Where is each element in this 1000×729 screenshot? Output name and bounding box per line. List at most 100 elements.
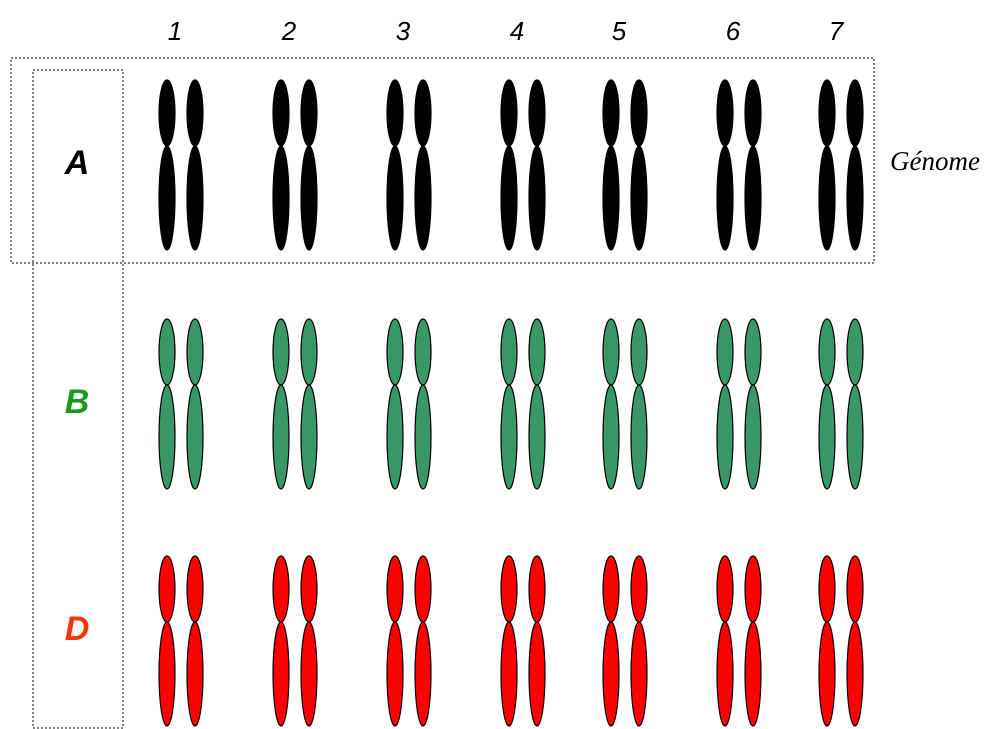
- chromatid-lower-arm: [716, 145, 734, 251]
- chromosome-d-6: [716, 555, 762, 727]
- chromatid-upper-arm: [500, 318, 518, 386]
- chromatid-lower-arm: [500, 145, 518, 251]
- column-number-5: 5: [612, 16, 627, 46]
- chromosome-a-1: [158, 79, 204, 251]
- row-label-a: A: [64, 144, 90, 182]
- chromatid-upper-arm: [500, 555, 518, 623]
- chromatid-upper-arm: [300, 318, 318, 386]
- column-number-2: 2: [281, 16, 297, 46]
- chromatid-lower-arm: [500, 384, 518, 490]
- chromatid-lower-arm: [386, 145, 404, 251]
- chromatid-upper-arm: [414, 555, 432, 623]
- chromatid-upper-arm: [846, 79, 864, 147]
- chromatid-lower-arm: [630, 145, 648, 251]
- column-numbers: 1 2 3 4 5 6 7: [168, 16, 845, 46]
- chromatid-lower-arm: [528, 384, 546, 490]
- chromosome-d-2: [272, 555, 318, 727]
- chromatid-upper-arm: [300, 79, 318, 147]
- chromatid-upper-arm: [528, 555, 546, 623]
- row-label-b: B: [65, 383, 90, 421]
- chromatid-upper-arm: [158, 555, 176, 623]
- chromatid-lower-arm: [602, 384, 620, 490]
- column-number-7: 7: [829, 16, 845, 46]
- chromosome-b-1: [158, 318, 204, 490]
- chromatid-upper-arm: [158, 79, 176, 147]
- chromatid-upper-arm: [716, 318, 734, 386]
- chromosome-a-2: [272, 79, 318, 251]
- chromatid-lower-arm: [630, 621, 648, 727]
- chromatid-upper-arm: [744, 555, 762, 623]
- column-number-4: 4: [510, 16, 524, 46]
- chromatid-upper-arm: [186, 318, 204, 386]
- chromatid-lower-arm: [158, 145, 176, 251]
- chromatid-lower-arm: [300, 621, 318, 727]
- chromatid-lower-arm: [846, 384, 864, 490]
- chromatid-lower-arm: [414, 621, 432, 727]
- chromatid-upper-arm: [528, 318, 546, 386]
- chromatid-upper-arm: [272, 555, 290, 623]
- chromatid-upper-arm: [272, 318, 290, 386]
- chromatid-upper-arm: [602, 79, 620, 147]
- genome-frame: [10, 57, 875, 264]
- chromatid-lower-arm: [716, 621, 734, 727]
- chromatid-lower-arm: [528, 621, 546, 727]
- chromatid-lower-arm: [602, 621, 620, 727]
- chromatid-upper-arm: [414, 79, 432, 147]
- chromatid-upper-arm: [386, 318, 404, 386]
- chromatid-lower-arm: [300, 384, 318, 490]
- chromatid-upper-arm: [414, 318, 432, 386]
- chromatid-lower-arm: [528, 145, 546, 251]
- chromatid-upper-arm: [818, 79, 836, 147]
- chromatid-upper-arm: [846, 555, 864, 623]
- chromatid-lower-arm: [818, 384, 836, 490]
- chromosome-a-6: [716, 79, 762, 251]
- chromatid-upper-arm: [500, 79, 518, 147]
- chromosome-d-4: [500, 555, 546, 727]
- column-number-6: 6: [726, 16, 741, 46]
- chromatid-upper-arm: [186, 79, 204, 147]
- chromatid-upper-arm: [386, 79, 404, 147]
- chromatid-lower-arm: [818, 621, 836, 727]
- chromatid-upper-arm: [186, 555, 204, 623]
- chromosome-b-6: [716, 318, 762, 490]
- chromatid-upper-arm: [528, 79, 546, 147]
- chromatid-upper-arm: [716, 555, 734, 623]
- chromosome-grid: [158, 79, 864, 727]
- chromosome-b-3: [386, 318, 432, 490]
- chromatid-upper-arm: [630, 318, 648, 386]
- chromatid-lower-arm: [186, 621, 204, 727]
- chromatid-lower-arm: [272, 621, 290, 727]
- chromatid-upper-arm: [846, 318, 864, 386]
- chromatid-upper-arm: [630, 79, 648, 147]
- chromatid-lower-arm: [272, 145, 290, 251]
- chromosome-b-7: [818, 318, 864, 490]
- chromosome-b-4: [500, 318, 546, 490]
- chromatid-upper-arm: [818, 555, 836, 623]
- chromatid-upper-arm: [602, 318, 620, 386]
- row-label-frame: [32, 69, 124, 729]
- chromatid-upper-arm: [602, 555, 620, 623]
- chromatid-lower-arm: [386, 384, 404, 490]
- chromatid-lower-arm: [186, 145, 204, 251]
- chromosome-b-2: [272, 318, 318, 490]
- chromatid-upper-arm: [158, 318, 176, 386]
- chromatid-lower-arm: [818, 145, 836, 251]
- chromatid-lower-arm: [158, 384, 176, 490]
- chromosome-b-5: [602, 318, 648, 490]
- chromatid-lower-arm: [272, 384, 290, 490]
- chromatid-upper-arm: [300, 555, 318, 623]
- chromatid-lower-arm: [630, 384, 648, 490]
- chromatid-lower-arm: [744, 621, 762, 727]
- chromatid-lower-arm: [500, 621, 518, 727]
- chromatid-upper-arm: [716, 79, 734, 147]
- chromatid-upper-arm: [386, 555, 404, 623]
- chromatid-lower-arm: [744, 145, 762, 251]
- chromatid-lower-arm: [744, 384, 762, 490]
- chromatid-lower-arm: [158, 621, 176, 727]
- chromatid-upper-arm: [630, 555, 648, 623]
- chromatid-lower-arm: [300, 145, 318, 251]
- chromatid-upper-arm: [818, 318, 836, 386]
- row-label-d: D: [65, 610, 90, 648]
- chromatid-lower-arm: [602, 145, 620, 251]
